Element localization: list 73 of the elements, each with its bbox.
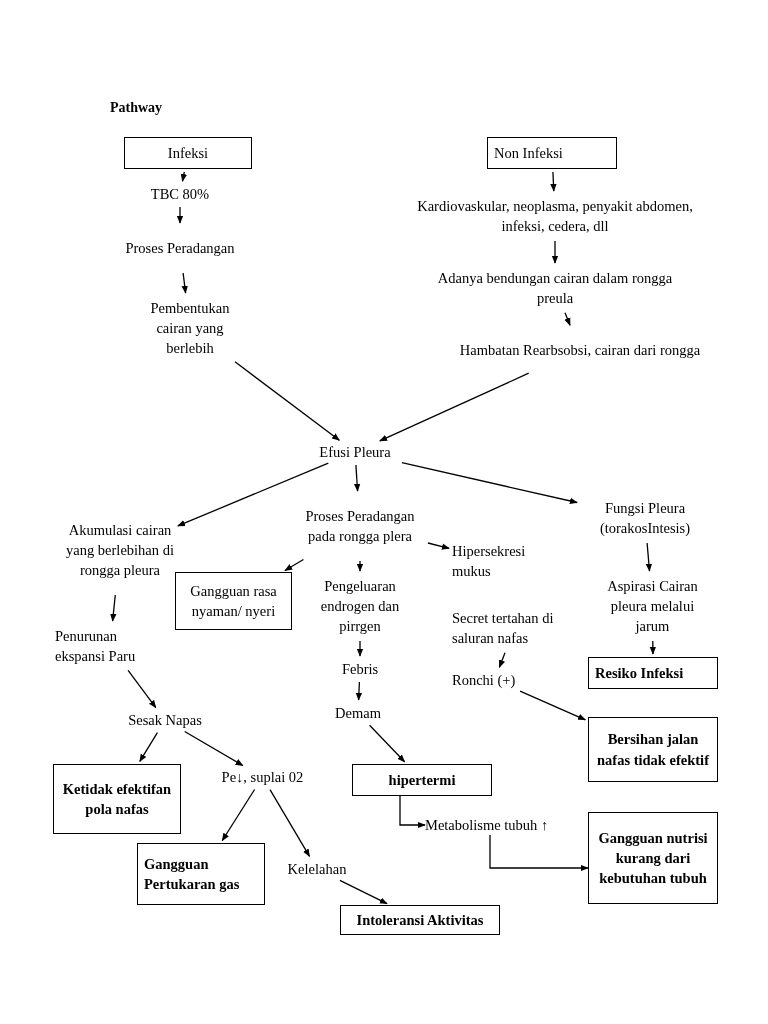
node-text: Sesak Napas xyxy=(128,710,202,730)
arrow xyxy=(368,724,406,763)
node-text: Secret tertahan di saluran nafas xyxy=(452,608,555,648)
node-text: Kardiovaskular, neoplasma, penyakit abdomen, infeksi, cedera, dll xyxy=(416,196,694,236)
node-text: Adanya bendungan cairan dalam rongga preula xyxy=(436,268,674,308)
node-text: hipertermi xyxy=(388,770,456,790)
process-box xyxy=(137,843,265,905)
node-text: Gangguan nutrisi kurang dari kebutuhan tubuh xyxy=(597,828,709,889)
node-text: Pe↓, suplai 02 xyxy=(221,767,304,787)
node-text: Ronchi (+) xyxy=(452,670,516,690)
node-text: Gangguan Pertukaran gas xyxy=(144,854,241,894)
node-text: Hambatan Rearbsobsi, cairan dari rongga xyxy=(459,340,701,360)
diagram-title: Pathway xyxy=(110,100,163,116)
process-box xyxy=(487,137,617,169)
arrow xyxy=(401,462,578,505)
arrow xyxy=(269,788,311,858)
arrow xyxy=(184,730,244,767)
arrow xyxy=(498,652,506,668)
arrow xyxy=(284,558,305,572)
arrow xyxy=(127,669,157,709)
process-box xyxy=(352,764,492,796)
process-box xyxy=(588,812,718,904)
arrow xyxy=(356,640,364,657)
node-text: Efusi Pleura xyxy=(319,442,391,462)
arrow xyxy=(645,542,653,572)
node-text: Infeksi xyxy=(167,143,209,163)
node-text: Demam xyxy=(335,703,381,723)
node-text: Pengeluaran endrogen dan pirrgen xyxy=(319,576,401,637)
node-text: Hipersekresi mukus xyxy=(452,541,527,581)
node-text: Ketidak efektifan pola nafas xyxy=(61,779,173,819)
process-box xyxy=(340,905,500,935)
arrow xyxy=(181,272,188,294)
process-box xyxy=(588,717,718,782)
arrow xyxy=(234,361,340,441)
arrow xyxy=(177,462,329,527)
arrow xyxy=(649,640,657,655)
arrow xyxy=(110,594,117,622)
arrow xyxy=(550,171,557,192)
node-text: Fungsi Pleura (torakosIntesis) xyxy=(598,498,692,538)
arrow xyxy=(427,542,450,550)
arrow xyxy=(489,834,589,872)
node-text: Pembentukan cairan yang berlebih xyxy=(149,298,231,359)
node-text: Non Infeksi xyxy=(494,143,563,163)
node-text: Proses Peradangan xyxy=(125,238,235,258)
node-text: Metabolisme tubuh ↑ xyxy=(425,815,549,835)
node-text: Intoleransi Aktivitas xyxy=(356,910,484,930)
arrow xyxy=(564,312,571,326)
node-text: Proses Peradangan pada rongga plera xyxy=(304,506,416,546)
node-text: Gangguan rasa nyaman/ nyeri xyxy=(189,581,278,621)
process-box xyxy=(124,137,252,169)
node-text: Aspirasi Cairan pleura melalui jarum xyxy=(606,576,699,637)
node-text: Febris xyxy=(341,659,379,679)
node-text: TBC 80% xyxy=(150,184,210,204)
process-box xyxy=(53,764,181,834)
node-text: Penurunan ekspansi Paru xyxy=(55,626,137,666)
arrow xyxy=(519,690,587,721)
arrow xyxy=(551,240,559,264)
arrow xyxy=(379,372,530,442)
node-text: Resiko Infeksi xyxy=(595,663,684,683)
arrow xyxy=(356,560,364,572)
arrow xyxy=(176,206,184,224)
node-text: Kelelahan xyxy=(287,859,347,879)
process-box xyxy=(588,657,718,689)
arrow xyxy=(355,681,363,701)
process-box xyxy=(175,572,292,630)
node-text: Bersihan jalan nafas tidak efektif xyxy=(596,730,711,770)
arrow xyxy=(180,171,187,182)
arrow xyxy=(139,731,159,763)
node-text: Akumulasi cairan yang berlebihan di rongga pleura xyxy=(65,520,175,581)
arrow xyxy=(221,788,256,842)
arrow xyxy=(399,795,426,829)
arrow xyxy=(339,879,388,905)
arrow xyxy=(353,464,361,492)
